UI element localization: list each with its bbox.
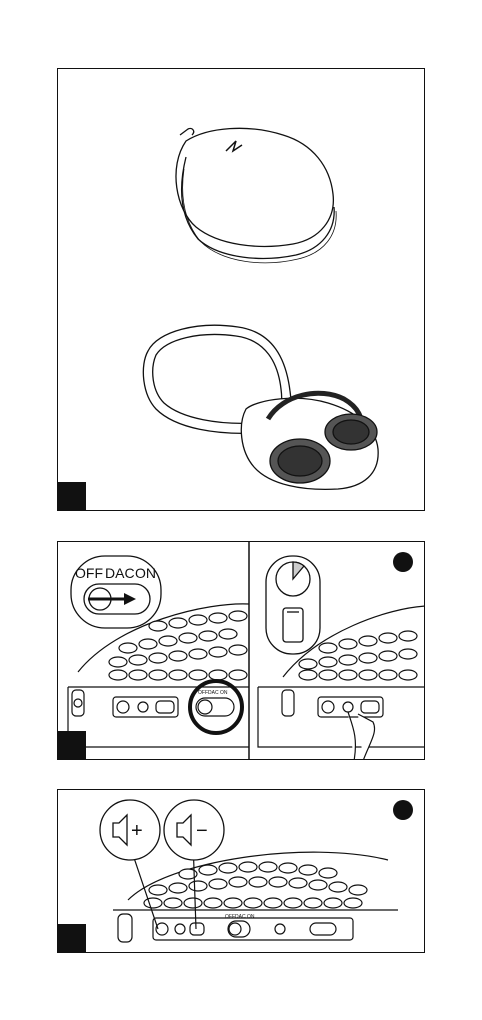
step-number-box bbox=[58, 731, 86, 759]
device-switch-on-label: ON bbox=[247, 914, 255, 920]
callout-on-label: ON bbox=[135, 565, 156, 581]
power-switch-illustration: OFF DAC ON OFF DAC ON bbox=[58, 542, 425, 760]
device-switch-off-label: OFF bbox=[225, 914, 235, 920]
device-switch-on-label: ON bbox=[220, 690, 228, 696]
step-number-box bbox=[58, 924, 86, 952]
volume-up-symbol: + bbox=[131, 820, 143, 842]
step-number-box bbox=[58, 482, 86, 510]
panel-power-switch: OFF DAC ON OFF DAC ON bbox=[57, 541, 425, 760]
case-illustration bbox=[58, 69, 425, 511]
device-volume-drawing bbox=[113, 840, 398, 942]
step-badge-dot bbox=[393, 800, 413, 820]
volume-up-callout bbox=[100, 800, 160, 860]
panel-case bbox=[57, 68, 425, 511]
open-case-drawing bbox=[143, 325, 378, 489]
closed-case-drawing bbox=[176, 128, 336, 262]
step-badge-dot bbox=[393, 552, 413, 572]
volume-down-symbol: − bbox=[196, 820, 208, 842]
device-switch-dac-label: DAC bbox=[208, 690, 219, 696]
callout-dac-label: DAC bbox=[105, 565, 135, 581]
volume-down-callout bbox=[164, 800, 224, 860]
panel-volume: OFF DAC ON + − bbox=[57, 789, 425, 953]
pairing-callout bbox=[266, 556, 320, 654]
callout-off-label: OFF bbox=[75, 565, 103, 581]
volume-illustration: OFF DAC ON + − bbox=[58, 790, 425, 953]
device-switch-dac-label: DAC bbox=[235, 914, 246, 920]
device-switch-off-label: OFF bbox=[198, 690, 208, 696]
